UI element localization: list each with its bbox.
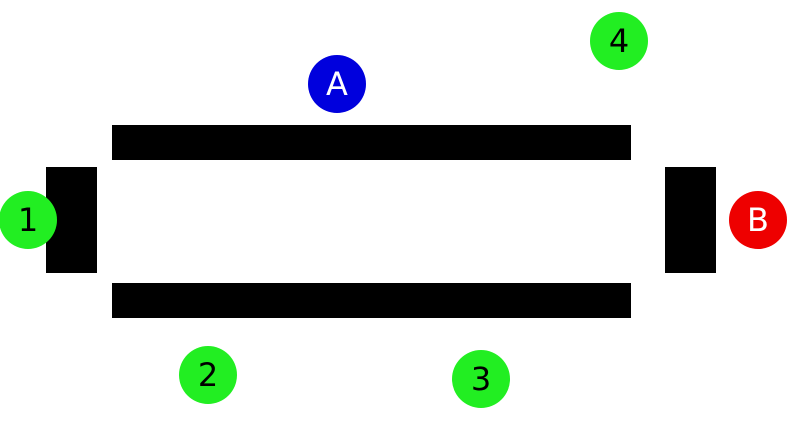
marker-3-label: 3 xyxy=(470,360,492,398)
marker-2-label: 2 xyxy=(197,356,219,394)
marker-b-label: B xyxy=(747,201,769,239)
marker-4-label: 4 xyxy=(608,22,630,60)
marker-1: 1 xyxy=(0,191,57,249)
wall-bottom xyxy=(112,283,631,318)
wall-top xyxy=(112,125,631,160)
marker-2: 2 xyxy=(179,346,237,404)
marker-a-label: A xyxy=(326,65,348,103)
marker-b: B xyxy=(729,191,787,249)
marker-1-label: 1 xyxy=(17,201,39,239)
marker-4: 4 xyxy=(590,12,648,70)
marker-a: A xyxy=(308,55,366,113)
wall-right xyxy=(665,167,716,273)
marker-3: 3 xyxy=(452,350,510,408)
